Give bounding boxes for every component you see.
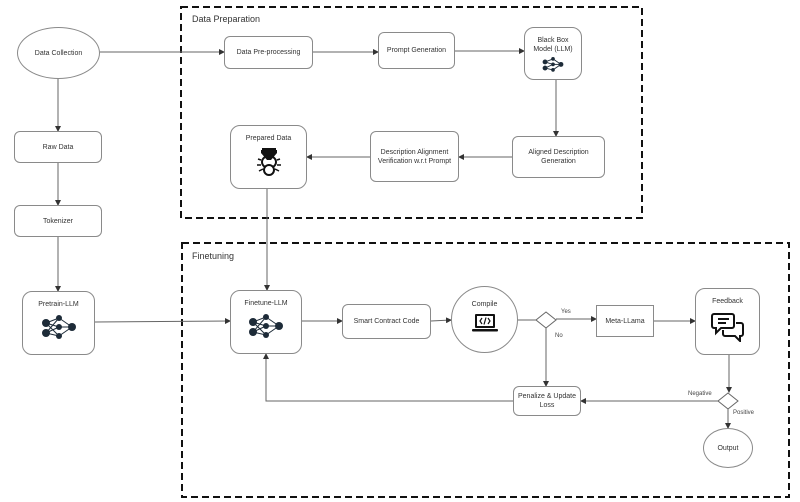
no-label: No [555, 333, 563, 339]
data-preprocessing-node[interactable]: Data Pre-processing [224, 36, 313, 69]
tokenizer-node[interactable]: Tokenizer [14, 205, 102, 237]
edge-contract-compile [430, 317, 452, 324]
compile-decision-diamond [535, 311, 557, 329]
data-collection-label: Data Collection [34, 49, 83, 57]
description-alignment-node[interactable]: Description Alignment Verification w.r.t… [370, 131, 459, 182]
raw-data-label: Raw Data [42, 143, 74, 151]
edge-pretrain-finetune [94, 318, 231, 325]
finetune-llm-label: Finetune-LLM [244, 300, 288, 307]
pretrain-llm-node[interactable]: Pretrain-LLM [22, 291, 95, 355]
data-preparation-group [180, 6, 643, 219]
smart-contract-code-label: Smart Contract Code [353, 318, 420, 325]
finetune-llm-node[interactable]: Finetune-LLM [230, 290, 302, 354]
data-collection-node[interactable]: Data Collection [17, 27, 100, 79]
laptop-code-icon [471, 314, 498, 332]
black-box-model-node[interactable]: Black Box Model (LLM) [524, 27, 582, 80]
data-filter-icon [256, 148, 281, 176]
positive-label: Positive [733, 410, 755, 416]
prepared-data-label: Prepared Data [245, 135, 292, 142]
meta-llama-node[interactable]: Meta-LLama [596, 305, 654, 337]
description-alignment-label: Description Alignment Verification w.r.t… [377, 148, 452, 165]
aligned-description-label: Aligned Description Generation [528, 149, 589, 165]
black-box-model-label: Black Box Model (LLM) [533, 37, 573, 53]
penalize-update-loss-node[interactable]: Penalize & Update Loss [513, 386, 581, 416]
prompt-generation-label: Prompt Generation [386, 47, 447, 54]
data-preprocessing-label: Data Pre-processing [236, 49, 301, 56]
chat-bubbles-icon [710, 313, 744, 342]
output-label: Output [717, 444, 739, 452]
prompt-generation-node[interactable]: Prompt Generation [378, 32, 455, 69]
edge-penalize-finetune [263, 353, 513, 402]
pretrain-llm-label: Pretrain-LLM [38, 301, 79, 308]
penalize-update-loss-label: Penalize & Update Loss [518, 393, 576, 409]
data-preparation-label: Data Preparation [192, 14, 261, 24]
finetuning-label: Finetuning [192, 251, 235, 261]
compile-node[interactable]: Compile [451, 286, 518, 353]
prepared-data-node[interactable]: Prepared Data [230, 125, 307, 189]
smart-contract-code-node[interactable]: Smart Contract Code [342, 304, 431, 339]
yes-label: Yes [561, 309, 571, 315]
raw-data-node[interactable]: Raw Data [14, 131, 102, 163]
negative-label: Negative [688, 391, 712, 397]
output-node[interactable]: Output [703, 428, 753, 468]
feedback-node[interactable]: Feedback [695, 288, 760, 355]
feedback-label: Feedback [712, 298, 743, 305]
meta-llama-label: Meta-LLama [605, 317, 645, 325]
tokenizer-label: Tokenizer [43, 217, 73, 225]
feedback-decision-diamond [717, 392, 739, 410]
neural-network-icon [249, 314, 283, 338]
aligned-description-node[interactable]: Aligned Description Generation [512, 136, 605, 178]
neural-network-icon [542, 57, 564, 72]
compile-label: Compile [471, 301, 498, 308]
neural-network-icon [41, 315, 76, 339]
finetuning-group [181, 242, 790, 498]
